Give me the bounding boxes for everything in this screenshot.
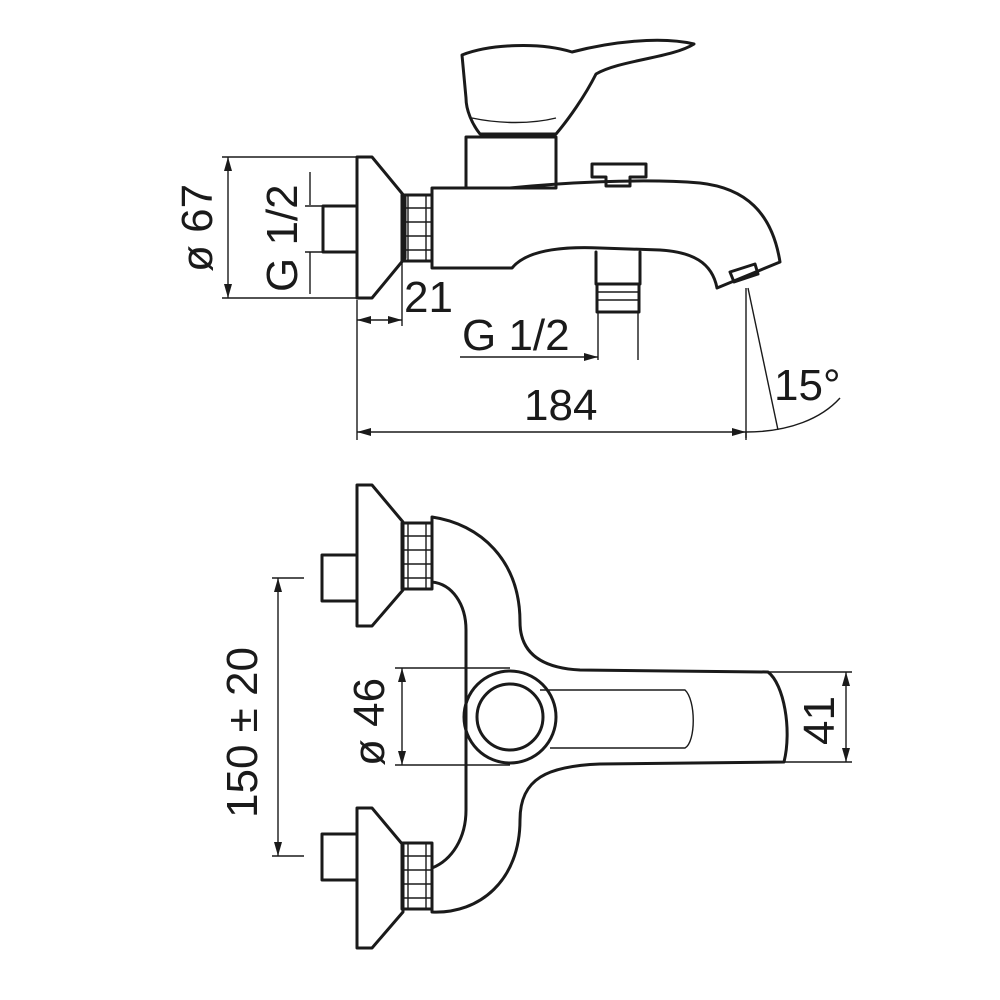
spout-angle-ray — [747, 287, 779, 431]
wall-flange — [355, 155, 407, 300]
hex-nut-facets — [402, 195, 432, 261]
mixer-body-and-spout — [430, 179, 782, 290]
label-projection: 184 — [524, 381, 597, 430]
spout-inner-line — [540, 689, 694, 749]
side-view-dimensions — [222, 156, 841, 440]
lower-hex-nut-facets — [402, 843, 432, 909]
cartridge-outer-ring — [462, 669, 558, 765]
diverter-knob — [590, 162, 648, 188]
label-outlet-thread: G 1/2 — [462, 311, 570, 360]
bath-outlet — [594, 250, 642, 286]
label-nut-width: 21 — [404, 273, 453, 322]
upper-hex-nut-facets — [402, 523, 432, 589]
outlet-connector-rings — [597, 291, 639, 301]
lower-wall-flange — [355, 806, 405, 950]
side-view — [321, 38, 782, 438]
upper-hex-nut — [400, 521, 434, 591]
label-inlet-thread: G 1/2 — [258, 184, 307, 292]
lower-hex-nut — [400, 841, 434, 911]
top-view — [320, 483, 789, 950]
lever-handle-edge — [471, 117, 557, 124]
inlet-stub — [321, 204, 359, 254]
aerator — [728, 262, 760, 284]
label-flange-diameter: ø 67 — [173, 184, 222, 272]
lower-inlet-stub — [320, 832, 359, 882]
cartridge-inner-ring — [475, 682, 545, 752]
cartridge-housing — [464, 135, 558, 190]
upper-wall-flange — [355, 483, 405, 628]
upper-inlet-stub — [320, 553, 359, 603]
outlet-connector — [595, 282, 641, 314]
label-inlet-spacing: 150 ± 20 — [218, 647, 267, 818]
label-body-diameter: ø 46 — [345, 678, 394, 766]
label-spout-width: 41 — [795, 696, 844, 745]
top-view-dimensions — [272, 577, 852, 857]
lever-handle — [460, 38, 696, 136]
label-spout-angle: 15° — [774, 361, 841, 410]
outlet-pipe — [597, 312, 639, 360]
mixer-body-top — [430, 515, 789, 914]
